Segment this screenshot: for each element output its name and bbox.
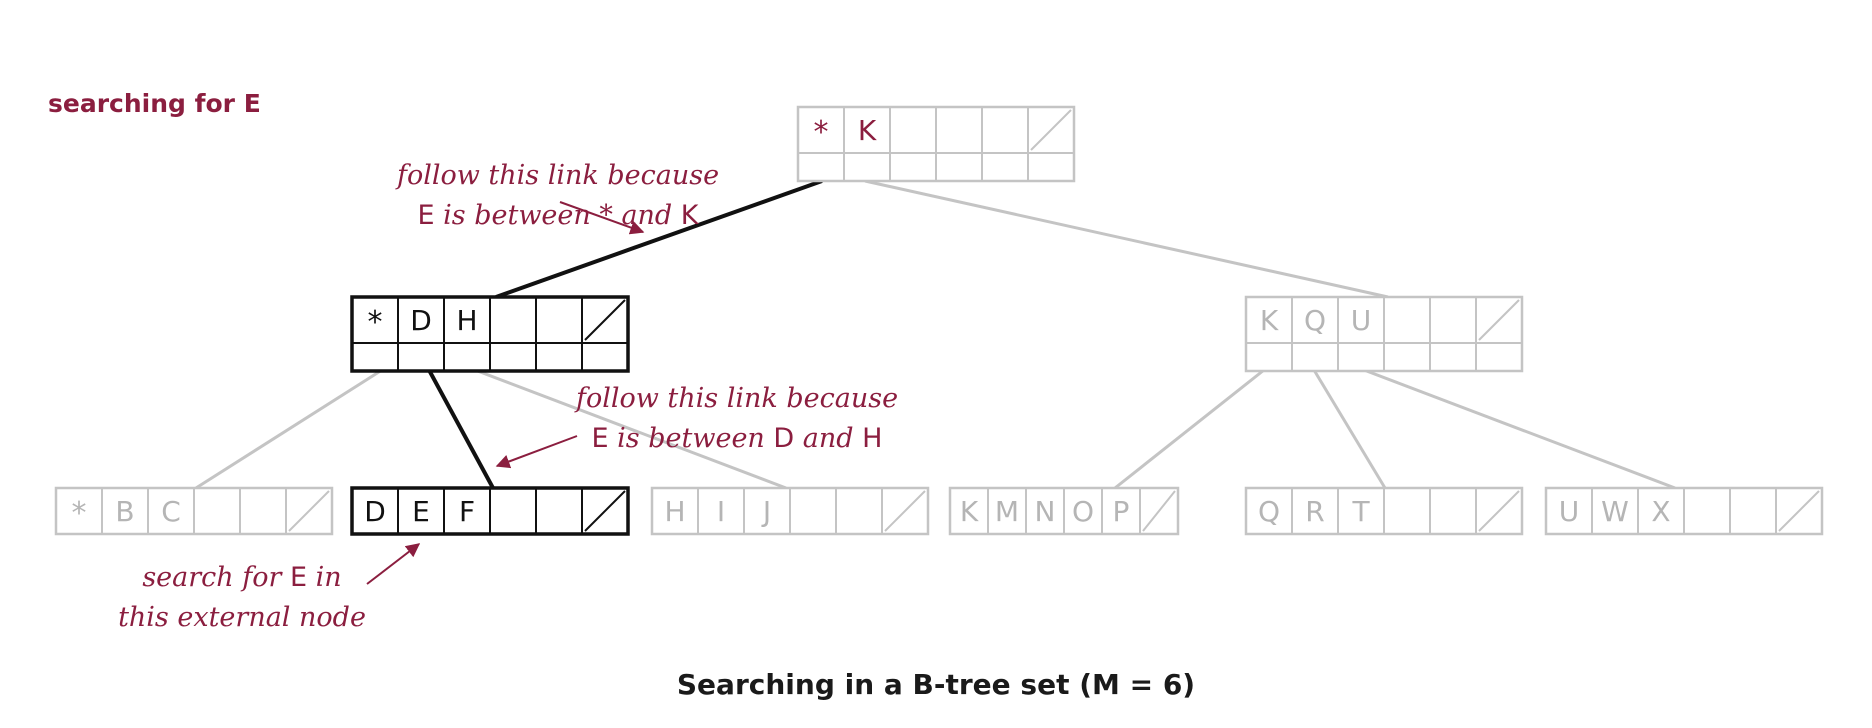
link-left-ext3 — [474, 368, 787, 490]
node-key: C — [161, 495, 181, 528]
annotation-2-key-e: E — [592, 423, 609, 454]
node-key: R — [1305, 495, 1324, 528]
node-border — [1244, 295, 1524, 373]
annotation-2-line-1: follow this link because — [574, 383, 898, 414]
node-key: J — [761, 495, 771, 528]
annotation-1-line-2: E is between * and K — [417, 200, 699, 231]
node-border — [1544, 486, 1824, 536]
null-marker — [1478, 299, 1520, 341]
node-border — [54, 486, 334, 536]
node-border — [948, 486, 1180, 536]
node-key: E — [412, 495, 430, 528]
annotation-2-key-h: H — [862, 423, 882, 454]
node-key: T — [1351, 495, 1370, 528]
link-left-ext1 — [195, 368, 383, 490]
annotation-3-text-b: in — [307, 562, 342, 593]
annotation-3-line-2: this external node — [118, 602, 366, 633]
node-key: Q — [1304, 304, 1326, 337]
node-key: * — [72, 496, 87, 531]
heading: searching for E — [48, 89, 261, 118]
node-key: F — [459, 495, 475, 528]
annotation-3-key-e: E — [290, 562, 307, 593]
annotation-3-text-a: search for — [142, 562, 290, 593]
link-right-ext6 — [1363, 368, 1676, 490]
annotation-1-arrow — [559, 201, 645, 235]
annotation-2-line-2: E is between D and H — [592, 423, 883, 454]
link-right-ext5 — [1312, 369, 1387, 489]
node-border — [350, 486, 630, 536]
node-key: D — [364, 495, 386, 528]
node-key: O — [1072, 495, 1094, 528]
annotation-1-text-b: * and — [599, 200, 680, 231]
annotation-left-link: follow this link because E is between D … — [495, 383, 898, 469]
link-root-left-active — [495, 179, 823, 299]
null-marker — [1778, 490, 1820, 532]
node-key: K — [1260, 304, 1279, 337]
node-key: H — [664, 495, 685, 528]
node-key: M — [995, 495, 1019, 528]
annotation-external-node: search for E in this external node — [118, 543, 421, 633]
annotation-3-arrow — [366, 543, 421, 585]
node-key: N — [1035, 495, 1056, 528]
annotation-root-link: follow this link because E is between * … — [395, 160, 719, 235]
node-border — [650, 486, 930, 536]
null-marker — [1030, 109, 1072, 151]
annotation-1-key-e: E — [417, 200, 434, 231]
caption: Searching in a B-tree set (M = 6) — [677, 668, 1195, 701]
node-key: * — [368, 305, 383, 340]
annotation-1-text-a: is between — [435, 200, 600, 231]
node-key: K — [858, 114, 877, 147]
node-key: D — [410, 304, 432, 337]
annotation-2-text-b: and — [794, 423, 862, 454]
annotation-1-line-1: follow this link because — [395, 160, 719, 191]
null-marker — [1478, 490, 1520, 532]
node-key: P — [1113, 495, 1130, 528]
null-marker — [1142, 490, 1176, 532]
null-marker — [884, 490, 926, 532]
link-left-ext2-active — [427, 369, 495, 489]
node-key: W — [1601, 495, 1629, 528]
node-root: *K — [796, 105, 1076, 183]
annotation-3-line-1: search for E in — [142, 562, 341, 593]
node-key: I — [717, 495, 725, 528]
link-root-right — [864, 179, 1389, 299]
null-marker — [584, 490, 626, 532]
node-border — [1244, 486, 1524, 536]
node-key: H — [456, 304, 477, 337]
annotation-2-text-a: is between — [609, 423, 774, 454]
node-key: Q — [1258, 495, 1280, 528]
node-key: K — [960, 495, 979, 528]
annotation-2-arrow — [495, 435, 578, 469]
node-key: X — [1651, 495, 1670, 528]
node-border — [350, 295, 630, 373]
null-marker — [288, 490, 330, 532]
null-marker — [584, 299, 626, 341]
node-key: * — [814, 115, 829, 150]
node-key: U — [1559, 495, 1580, 528]
tree-links — [195, 179, 1676, 490]
node-border — [796, 105, 1076, 183]
link-right-ext4 — [1114, 368, 1265, 490]
node-key: U — [1351, 304, 1372, 337]
node-key: B — [115, 495, 134, 528]
annotation-1-key-k: K — [681, 200, 700, 231]
annotation-2-key-d: D — [773, 423, 794, 454]
